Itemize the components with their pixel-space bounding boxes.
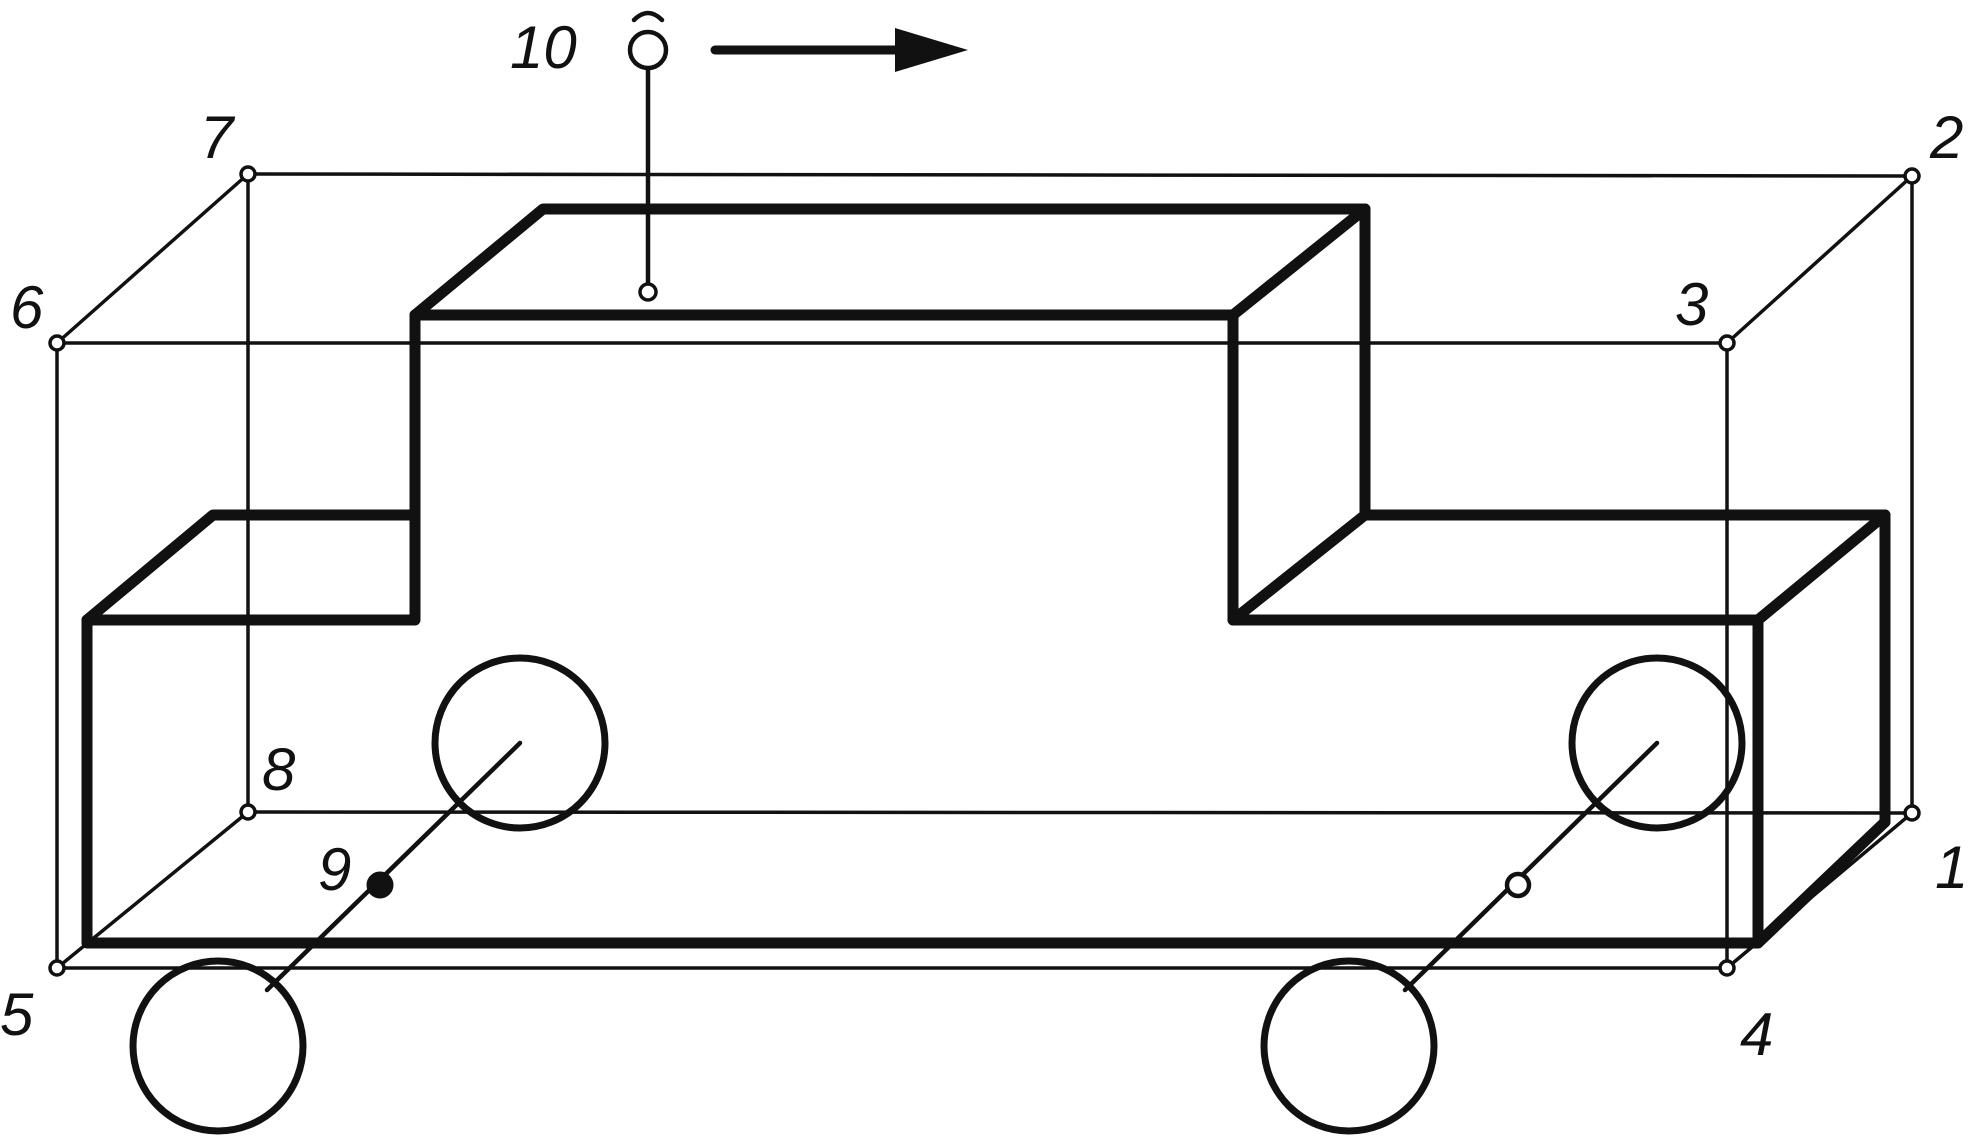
arrow-right-icon — [710, 28, 968, 72]
vertex-markers — [48, 165, 1921, 977]
label-10: 10 — [510, 14, 577, 81]
car-body — [81, 203, 1891, 949]
label-5: 5 — [0, 981, 34, 1048]
label-4: 4 — [1740, 1001, 1773, 1068]
label-7: 7 — [200, 104, 236, 171]
wheel-front-left — [129, 957, 307, 1135]
bbox-edge-8-1 — [246, 810, 1914, 815]
label-9: 9 — [318, 836, 351, 903]
vertex-labels: 1 2 3 4 5 6 7 8 9 10 — [0, 14, 1968, 1068]
label-6: 6 — [10, 274, 44, 341]
axle-left — [264, 740, 523, 993]
wheel-rear-right — [1568, 654, 1746, 832]
label-3: 3 — [1675, 271, 1708, 338]
vertex-8-marker — [239, 803, 257, 821]
axle-right — [1402, 740, 1660, 993]
wheel-rear-left — [431, 654, 609, 832]
bbox-edge-6-7 — [55, 172, 250, 345]
car-rear-bottom-edge — [1752, 816, 1891, 949]
arrow-head — [895, 28, 968, 72]
label-1: 1 — [1935, 834, 1968, 901]
sensor-signal-icon — [631, 10, 665, 23]
bbox-edge-3-2 — [1725, 174, 1914, 345]
car-hood-top — [81, 509, 421, 626]
car-cabin-top — [409, 203, 1371, 321]
vertex-5-marker — [48, 959, 66, 977]
sensor-icon — [627, 29, 669, 71]
vertex-6-marker — [48, 334, 66, 352]
label-2: 2 — [1929, 104, 1963, 171]
label-8: 8 — [262, 736, 296, 803]
sensor-base-marker — [638, 282, 658, 302]
point-9-mirror-marker — [1504, 871, 1532, 899]
wheels — [129, 654, 1746, 1135]
wheel-front-right — [1260, 957, 1438, 1135]
vertex-2-marker — [1903, 167, 1921, 185]
sensor-mast — [627, 10, 669, 302]
vertex-4-marker — [1718, 959, 1736, 977]
vertex-1-marker — [1903, 804, 1921, 822]
car-trunk-top — [1227, 509, 1891, 626]
bbox-edge-7-2 — [246, 172, 1914, 178]
vertex-3-marker — [1718, 334, 1736, 352]
vertex-7-marker — [239, 165, 257, 183]
point-9-marker — [366, 871, 394, 899]
